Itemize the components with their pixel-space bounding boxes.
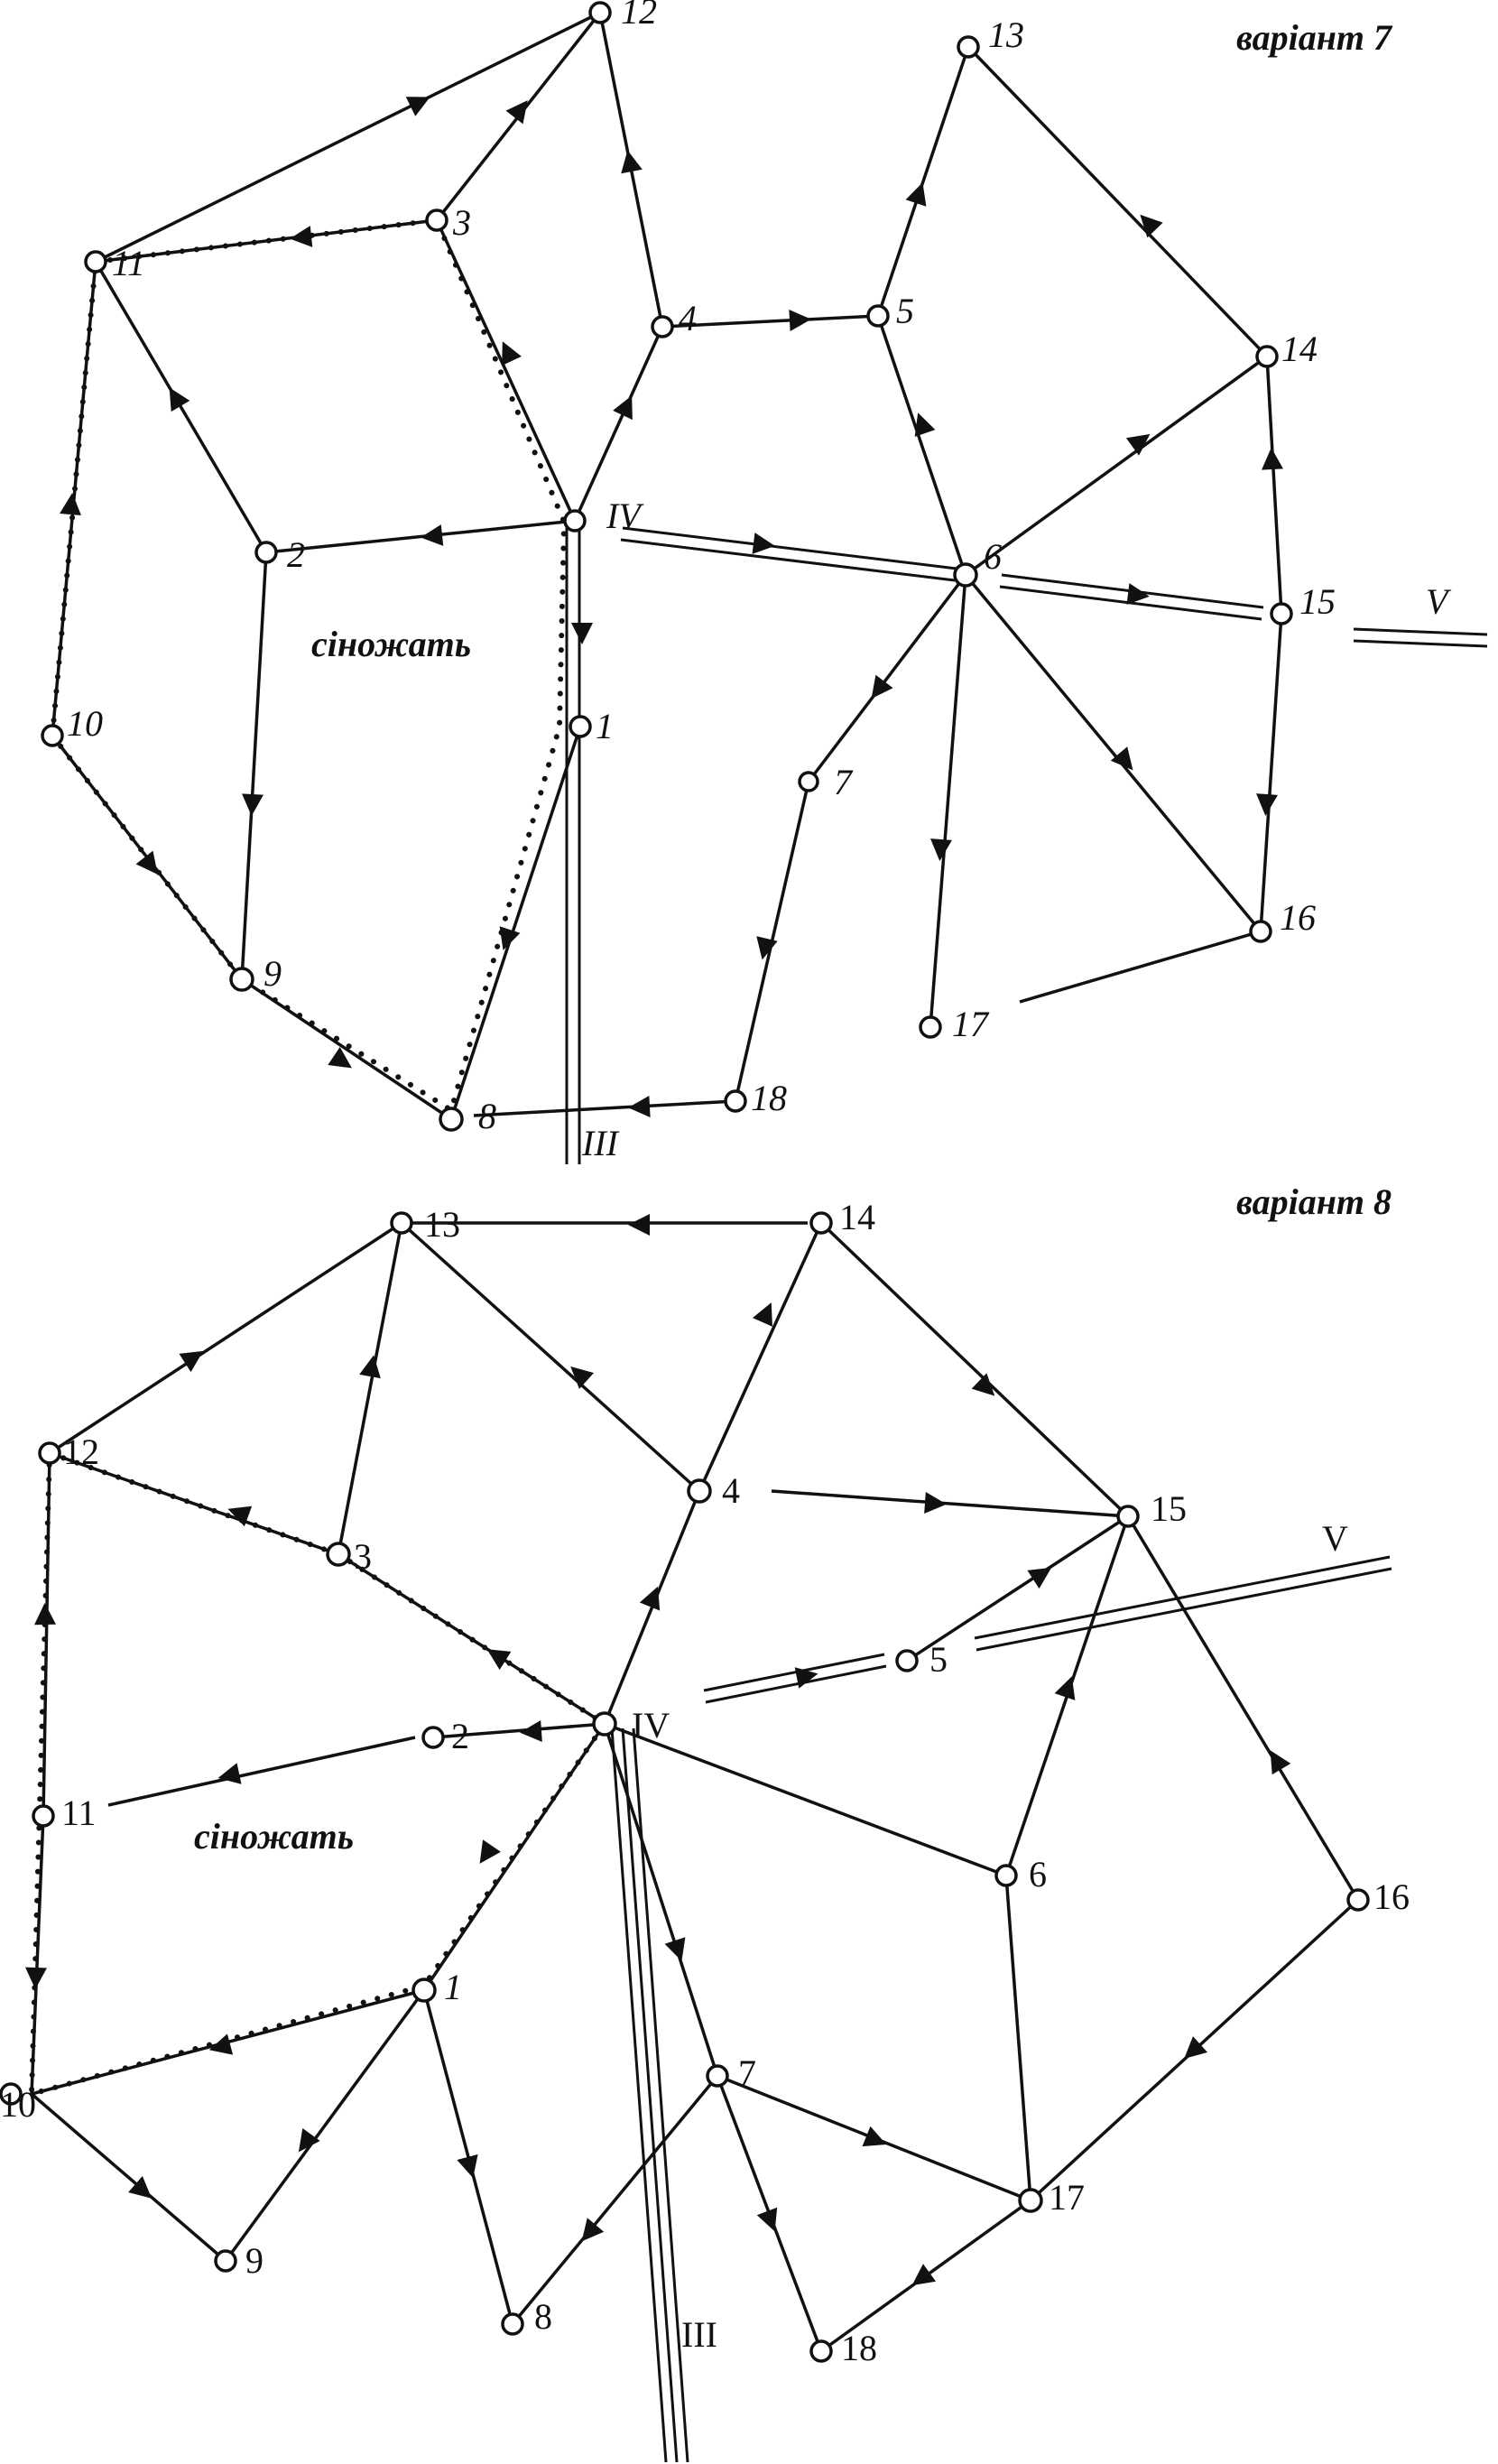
arrows-v7 bbox=[60, 97, 1283, 1117]
label-v8-6: 6 bbox=[1029, 1854, 1047, 1894]
node-v8-4 bbox=[687, 1478, 712, 1504]
label-v8-15: 15 bbox=[1151, 1488, 1187, 1529]
meadow-boundary-v8 bbox=[28, 1450, 609, 2098]
road-label-v8-III: III bbox=[681, 2314, 717, 2355]
node-v8-17 bbox=[1018, 2188, 1043, 2213]
label-v7-5: 5 bbox=[896, 291, 914, 331]
node-v7-11 bbox=[84, 250, 107, 273]
label-v7-4: 4 bbox=[679, 298, 697, 338]
label-v7-6: 6 bbox=[984, 536, 1002, 577]
node-v8-5 bbox=[895, 1649, 919, 1672]
edges-v7 bbox=[51, 11, 1283, 1121]
label-v7-2: 2 bbox=[287, 534, 305, 575]
road-label-v8-V: V bbox=[1322, 1518, 1348, 1559]
node-v8-11 bbox=[32, 1804, 55, 1828]
node-v8-10 bbox=[0, 2082, 23, 2106]
node-v8-7 bbox=[706, 2064, 729, 2088]
label-v7-16: 16 bbox=[1280, 897, 1316, 938]
variant-8-title: варіант 8 bbox=[1236, 1181, 1392, 1222]
label-v7-12: 12 bbox=[621, 0, 657, 32]
label-v7-11: 11 bbox=[112, 243, 145, 283]
label-v8-12: 12 bbox=[63, 1431, 99, 1472]
variant-8-diagram: варіант 8 bbox=[0, 1181, 1410, 2463]
label-v7-15: 15 bbox=[1299, 581, 1336, 622]
label-v8-5: 5 bbox=[929, 1639, 948, 1680]
label-v8-16: 16 bbox=[1373, 1876, 1410, 1917]
nodes-v7 bbox=[41, 1, 1293, 1132]
node-v8-1 bbox=[411, 1978, 437, 2003]
node-v7-6 bbox=[953, 562, 978, 588]
label-v8-10: 10 bbox=[0, 2084, 36, 2125]
label-v7-8: 8 bbox=[478, 1096, 496, 1136]
meadow-boundary-v7 bbox=[49, 217, 568, 1115]
node-v8-6 bbox=[994, 1864, 1018, 1887]
node-v7-12 bbox=[588, 1, 612, 24]
node-v7-2 bbox=[254, 541, 278, 564]
edges-v8 bbox=[30, 1221, 1360, 2353]
node-v8-15 bbox=[1116, 1505, 1140, 1528]
node-v7-13 bbox=[957, 35, 980, 59]
meadow-label-v8: сіножать bbox=[194, 1816, 354, 1857]
labels-v7: 12 3 11 4 5 13 14 IV 2 6 15 10 1 7 9 16 … bbox=[67, 0, 1452, 1163]
node-v7-4 bbox=[651, 315, 674, 338]
label-v7-9: 9 bbox=[264, 953, 282, 994]
labels-v8: 13 14 12 4 15 3 5 IV 2 11 6 16 1 10 7 17… bbox=[0, 1197, 1410, 2368]
variant-7-diagram: варіант 7 bbox=[41, 0, 1488, 1164]
node-v7-9 bbox=[229, 967, 254, 992]
label-v7-3: 3 bbox=[452, 202, 471, 243]
label-v8-18: 18 bbox=[841, 2328, 877, 2368]
node-v8-16 bbox=[1346, 1888, 1370, 1912]
node-v7-17 bbox=[919, 1015, 942, 1039]
node-v8-14 bbox=[809, 1211, 833, 1235]
node-v7-1 bbox=[569, 715, 592, 738]
node-v8-13 bbox=[390, 1211, 413, 1235]
label-v8-2: 2 bbox=[451, 1716, 469, 1756]
label-v8-9: 9 bbox=[245, 2240, 264, 2281]
node-v7-14 bbox=[1255, 345, 1279, 368]
node-v8-3 bbox=[326, 1542, 351, 1567]
label-v7-7: 7 bbox=[834, 762, 854, 802]
node-v8-18 bbox=[809, 2339, 833, 2363]
label-v8-1: 1 bbox=[444, 1967, 462, 2007]
node-v7-16 bbox=[1249, 920, 1272, 943]
label-v7-1: 1 bbox=[596, 706, 614, 746]
node-v7-5 bbox=[866, 304, 890, 328]
label-v8-17: 17 bbox=[1049, 2177, 1085, 2218]
label-v8-IV: IV bbox=[632, 1705, 670, 1746]
node-v7-10 bbox=[41, 724, 64, 747]
node-v7-7 bbox=[798, 771, 819, 792]
label-v8-11: 11 bbox=[61, 1792, 97, 1833]
label-v7-18: 18 bbox=[751, 1078, 787, 1118]
label-v8-7: 7 bbox=[738, 2052, 756, 2093]
label-v7-IV: IV bbox=[606, 496, 644, 536]
node-v8-2 bbox=[421, 1726, 445, 1749]
label-v7-17: 17 bbox=[952, 1004, 990, 1044]
label-v7-10: 10 bbox=[67, 703, 103, 744]
label-v7-13: 13 bbox=[988, 14, 1024, 55]
road-label-v7-V: V bbox=[1426, 581, 1452, 622]
label-v8-4: 4 bbox=[722, 1470, 740, 1511]
label-v8-3: 3 bbox=[354, 1536, 372, 1577]
label-v7-14: 14 bbox=[1281, 329, 1318, 369]
road-label-v7-III: III bbox=[581, 1123, 620, 1163]
arrows-v8 bbox=[25, 1214, 1291, 2286]
roads-v7 bbox=[565, 519, 1488, 1164]
node-v7-18 bbox=[724, 1089, 747, 1113]
node-v8-8 bbox=[501, 2312, 524, 2336]
label-v8-8: 8 bbox=[534, 2296, 552, 2337]
node-v8-9 bbox=[214, 2249, 237, 2273]
node-v8-12 bbox=[38, 1441, 61, 1465]
node-v7-15 bbox=[1270, 602, 1293, 625]
meadow-label-v7: сіножать bbox=[311, 624, 471, 664]
label-v8-14: 14 bbox=[839, 1197, 875, 1237]
nodes-v8 bbox=[0, 1211, 1370, 2363]
roads-v8 bbox=[610, 1555, 1392, 2463]
label-v8-13: 13 bbox=[424, 1204, 460, 1245]
node-v7-IV bbox=[563, 509, 587, 533]
variant-7-title: варіант 7 bbox=[1236, 17, 1393, 58]
node-v7-8 bbox=[439, 1107, 464, 1132]
node-v8-IV bbox=[592, 1711, 617, 1737]
node-v7-3 bbox=[425, 208, 448, 232]
